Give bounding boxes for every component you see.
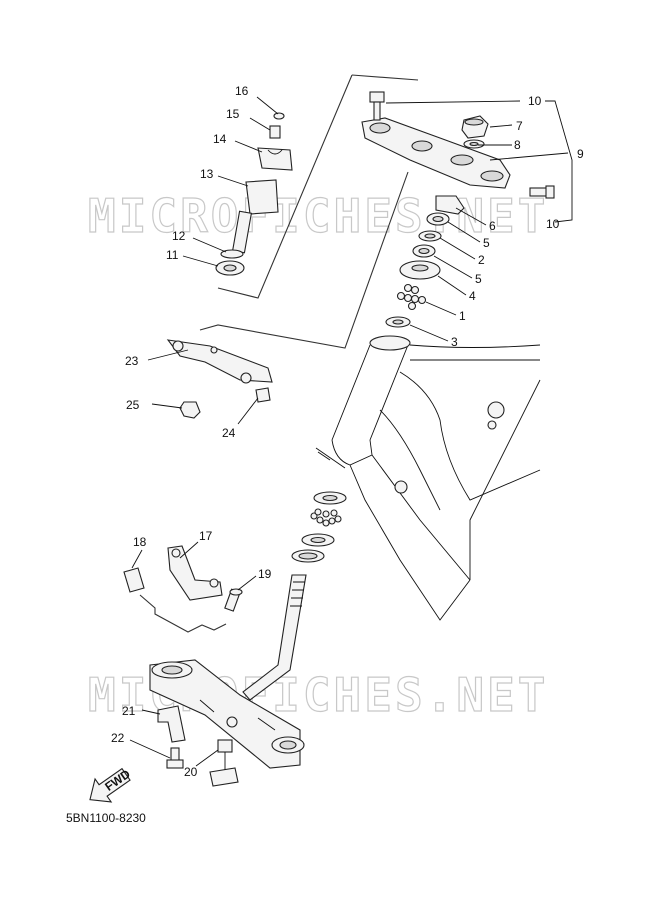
frame-head-pipe bbox=[315, 335, 541, 621]
under-bracket bbox=[149, 659, 305, 769]
part-3-bearing-race bbox=[385, 316, 411, 328]
holder-group-line bbox=[139, 594, 227, 633]
part-18-damper bbox=[123, 567, 145, 593]
callout-9: 9 bbox=[577, 147, 584, 161]
part-19-screw bbox=[224, 588, 243, 612]
watermark-upper: MICROFICHES.NET bbox=[88, 189, 548, 243]
callout-14: 14 bbox=[213, 132, 227, 146]
callout-23: 23 bbox=[125, 354, 139, 368]
callout-15: 15 bbox=[226, 107, 240, 121]
part-15-bolt bbox=[269, 125, 281, 139]
part-13-lower-holder bbox=[231, 179, 279, 254]
part-25-nut bbox=[179, 401, 201, 419]
callout-17: 17 bbox=[199, 529, 213, 543]
callout-19: 19 bbox=[258, 567, 272, 581]
callout-5-upper: 5 bbox=[483, 236, 490, 250]
part-11-damper bbox=[215, 260, 245, 276]
callout-18: 18 bbox=[133, 535, 147, 549]
part-24-clip bbox=[255, 387, 271, 403]
steering-stem bbox=[242, 574, 307, 701]
callout-3: 3 bbox=[451, 335, 458, 349]
leader-lines bbox=[129, 96, 573, 767]
part-4-bearing-cover bbox=[399, 260, 441, 280]
part-23-meter-bracket bbox=[166, 339, 273, 384]
part-7-cap-nut bbox=[461, 115, 489, 139]
callout-4: 4 bbox=[469, 289, 476, 303]
callout-10-side: 10 bbox=[546, 217, 560, 231]
callout-22: 22 bbox=[111, 731, 125, 745]
callout-12: 12 bbox=[172, 229, 186, 243]
part-5-ring-nut-lower bbox=[412, 244, 436, 258]
part-22-bolt bbox=[166, 747, 184, 769]
part-16-cap-bolt bbox=[273, 112, 285, 120]
callout-7: 7 bbox=[516, 119, 523, 133]
part-14-upper-holder bbox=[257, 147, 293, 171]
diagram-code: 5BN1100-8230 bbox=[66, 811, 146, 825]
bearing-balls-lower bbox=[310, 508, 342, 527]
callout-21: 21 bbox=[122, 704, 136, 718]
callout-13: 13 bbox=[200, 167, 214, 181]
bracket-group-frame bbox=[199, 171, 409, 349]
callout-5-lower: 5 bbox=[475, 272, 482, 286]
holder-group-frame-top bbox=[351, 74, 419, 81]
fwd-arrow: FWD bbox=[89, 767, 133, 803]
part-5-ring-nut-upper bbox=[426, 212, 450, 226]
part-21-clamp bbox=[157, 705, 186, 743]
callout-8: 8 bbox=[514, 138, 521, 152]
part-1-ball-bearings bbox=[396, 283, 427, 311]
callout-10-top: 10 bbox=[528, 94, 542, 108]
part-20-nut bbox=[209, 739, 239, 787]
callout-25: 25 bbox=[126, 398, 140, 412]
lower-bearing-stack bbox=[291, 491, 347, 563]
part-10-bolt-top bbox=[369, 91, 385, 121]
holder-group-frame bbox=[217, 74, 353, 299]
callout-24: 24 bbox=[222, 426, 236, 440]
part-8-washer bbox=[463, 139, 485, 149]
callout-16: 16 bbox=[235, 84, 249, 98]
part-2-rubber-washer bbox=[418, 230, 442, 242]
part-12-washer bbox=[220, 249, 244, 259]
part-9-upper-bracket bbox=[361, 117, 511, 189]
callout-1: 1 bbox=[459, 309, 466, 323]
callout-20: 20 bbox=[184, 765, 198, 779]
fwd-arrow-label: FWD bbox=[102, 767, 133, 794]
callouts: 16 15 14 13 12 11 10 10 7 8 9 6 5 2 5 4 … bbox=[111, 84, 584, 779]
part-17-holder-bracket bbox=[167, 545, 223, 601]
callout-6: 6 bbox=[489, 219, 496, 233]
part-10-bolt-side bbox=[529, 185, 555, 199]
callout-11: 11 bbox=[166, 248, 179, 262]
callout-2: 2 bbox=[478, 253, 485, 267]
